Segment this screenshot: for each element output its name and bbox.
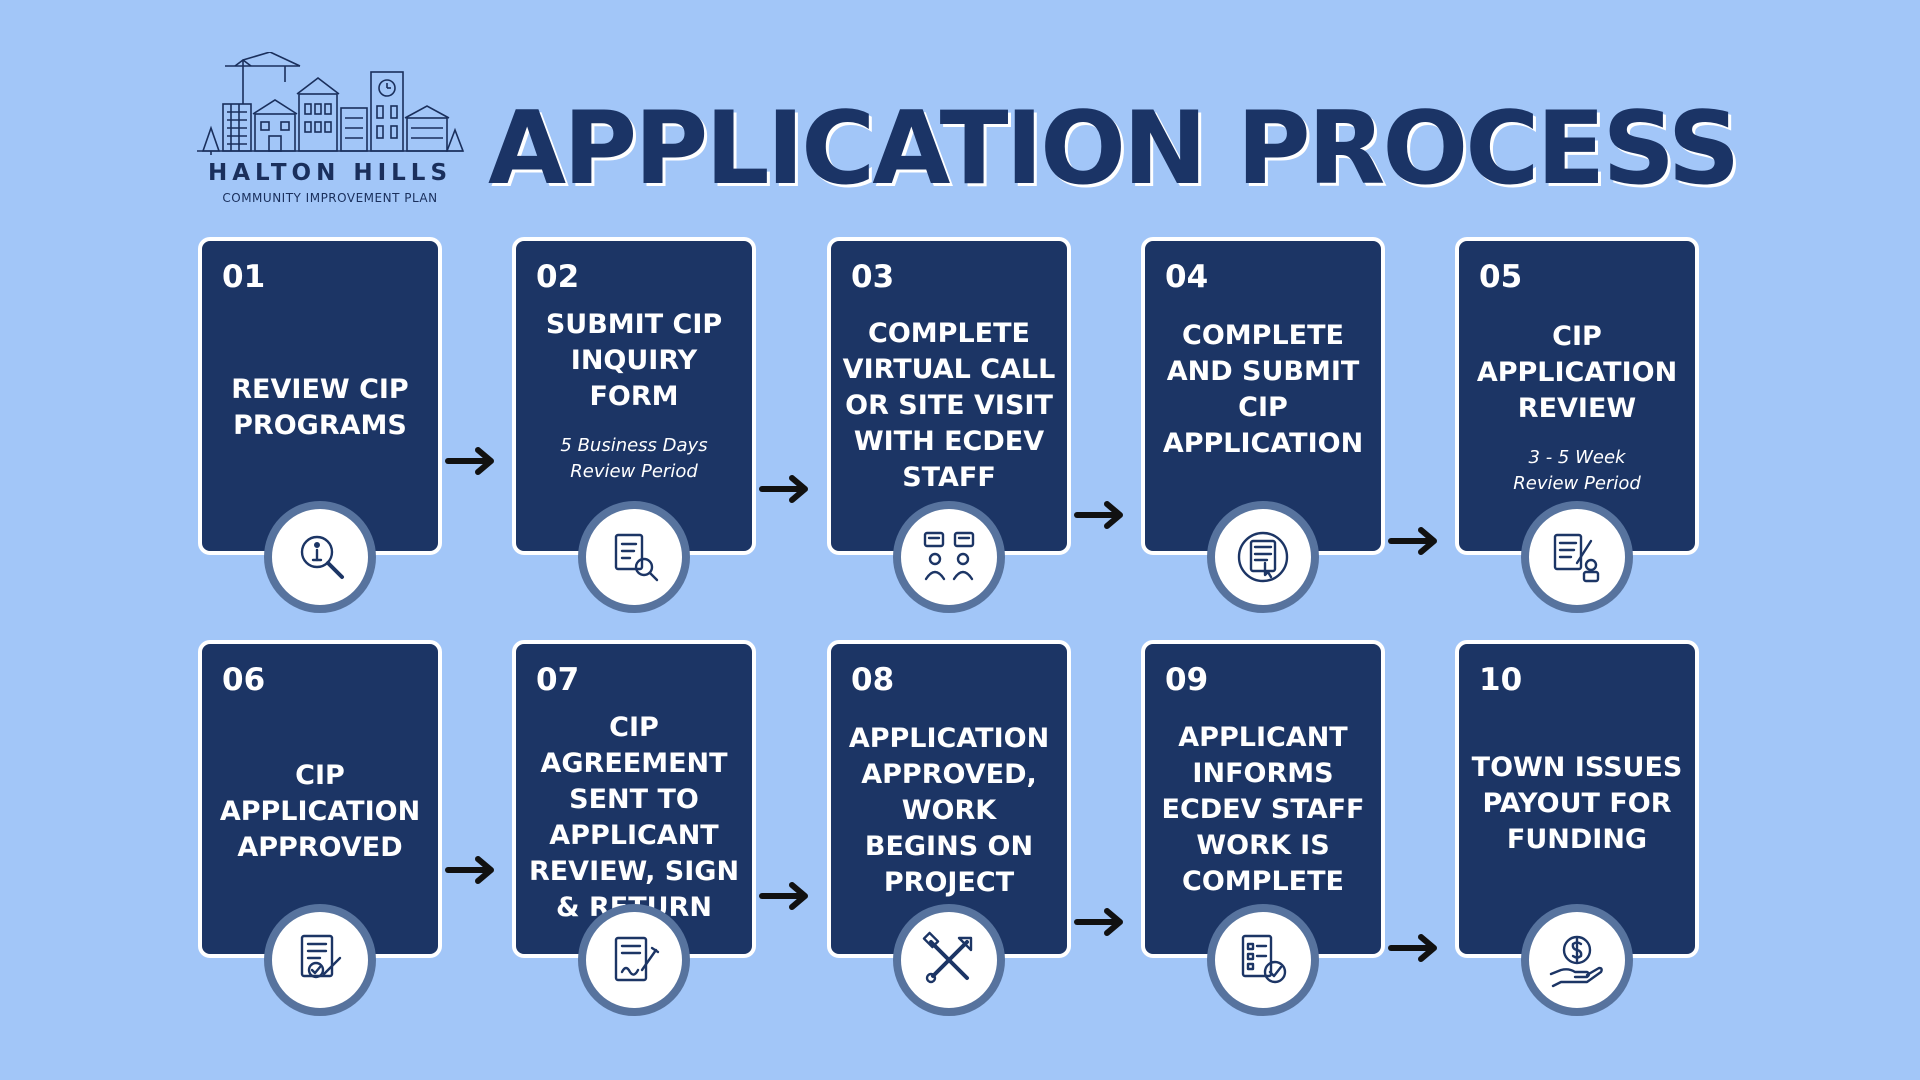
step-label: CIP APPLICATION REVIEW [1476, 321, 1678, 424]
page-title: APPLICATION PROCESS [488, 89, 1740, 207]
checklist-icon [1207, 904, 1319, 1016]
step-note: 3 - 5 Week Review Period [1513, 447, 1641, 494]
step-label: CIP APPLICATION APPROVED [219, 760, 421, 863]
step-text: CIP APPLICATION REVIEW 3 - 5 Week Review … [1465, 319, 1689, 497]
step-text: REVIEW CIP PROGRAMS [208, 372, 432, 444]
step-text: CIP AGREEMENT SENT TO APPLICANT REVIEW, … [522, 710, 746, 926]
step-label: SUBMIT CIP INQUIRY FORM [545, 309, 723, 412]
flow-arrow-icon [1073, 499, 1127, 531]
step-text: COMPLETE VIRTUAL CALL OR SITE VISIT WITH… [837, 316, 1061, 496]
online-form-icon [1207, 501, 1319, 613]
step-number: 02 [536, 259, 580, 295]
sign-document-icon [578, 904, 690, 1016]
step-label: TOWN ISSUES PAYOUT FOR FUNDING [1471, 752, 1683, 855]
step-label: CIP AGREEMENT SENT TO APPLICANT REVIEW, … [528, 712, 740, 923]
step-text: APPLICANT INFORMS ECDEV STAFF WORK IS CO… [1151, 720, 1375, 900]
step-number: 04 [1165, 259, 1209, 295]
step-number: 09 [1165, 662, 1209, 698]
flow-arrow-icon [1387, 525, 1441, 557]
hand-money-icon [1521, 904, 1633, 1016]
logo-tagline: COMMUNITY IMPROVEMENT PLAN [222, 191, 438, 205]
document-search-icon [578, 501, 690, 613]
flow-arrow-icon [758, 880, 812, 912]
step-text: TOWN ISSUES PAYOUT FOR FUNDING [1465, 750, 1689, 858]
step-number: 05 [1479, 259, 1523, 295]
step-number: 01 [222, 259, 266, 295]
people-chat-icon [893, 501, 1005, 613]
step-number: 07 [536, 662, 580, 698]
magnifier-info-icon [264, 501, 376, 613]
approved-document-icon [264, 904, 376, 1016]
step-number: 03 [851, 259, 895, 295]
step-label: COMPLETE AND SUBMIT CIP APPLICATION [1162, 320, 1364, 459]
flow-arrow-icon [444, 445, 498, 477]
step-label: APPLICATION APPROVED, WORK BEGINS ON PRO… [848, 723, 1050, 898]
halton-hills-logo: HALTON HILLS COMMUNITY IMPROVEMENT PLAN [195, 52, 465, 212]
step-number: 06 [222, 662, 266, 698]
step-note: 5 Business Days Review Period [560, 435, 708, 482]
document-reviewer-icon [1521, 501, 1633, 613]
flow-arrow-icon [758, 473, 812, 505]
flow-arrow-icon [1073, 906, 1127, 938]
step-text: APPLICATION APPROVED, WORK BEGINS ON PRO… [837, 721, 1061, 901]
tools-icon [893, 904, 1005, 1016]
step-label: COMPLETE VIRTUAL CALL OR SITE VISIT WITH… [842, 318, 1056, 493]
step-number: 10 [1479, 662, 1523, 698]
step-text: COMPLETE AND SUBMIT CIP APPLICATION [1151, 318, 1375, 462]
step-number: 08 [851, 662, 895, 698]
step-label: APPLICANT INFORMS ECDEV STAFF WORK IS CO… [1161, 722, 1365, 897]
step-text: CIP APPLICATION APPROVED [208, 758, 432, 866]
step-text: SUBMIT CIP INQUIRY FORM 5 Business Days R… [522, 307, 746, 485]
flow-arrow-icon [1387, 932, 1441, 964]
step-label: REVIEW CIP PROGRAMS [231, 374, 409, 441]
skyline-icon [197, 52, 465, 155]
flow-arrow-icon [444, 854, 498, 886]
logo-name: HALTON HILLS [207, 160, 453, 186]
